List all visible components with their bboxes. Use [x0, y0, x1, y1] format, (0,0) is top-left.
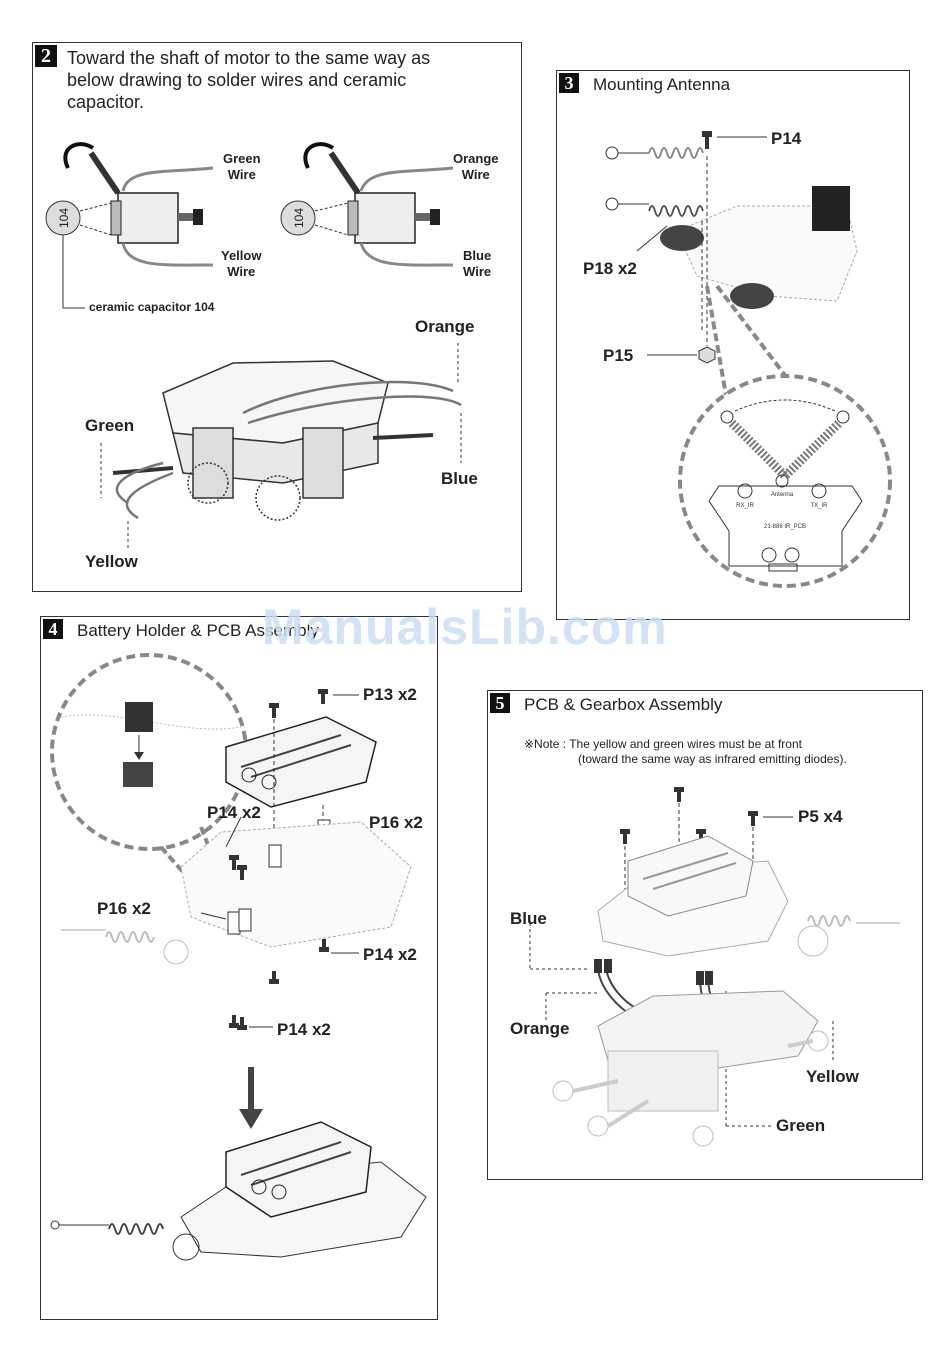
step-2-illustration: 104 104 — [45, 142, 462, 548]
yellow-label: Yellow — [85, 552, 138, 571]
step-4-badge: 4 — [43, 619, 63, 639]
step5-orange-label: Orange — [510, 1019, 570, 1038]
step-3-badge: 3 — [559, 73, 579, 93]
step-3-title: Mounting Antenna — [593, 75, 731, 94]
capacitor-label: ceramic capacitor 104 — [89, 300, 215, 314]
svg-text:TX_IR: TX_IR — [810, 503, 828, 509]
blue-label: Blue — [441, 469, 478, 488]
p14-top-label: P14 x2 — [207, 803, 261, 822]
watermark: ManualsLib.com — [262, 599, 668, 655]
orange-label: Orange — [415, 317, 475, 336]
motor-left-drawing: 104 — [45, 142, 214, 309]
step-4-panel: 4 Battery Holder & PCB Assembly — [40, 616, 438, 1320]
step-4-illustration — [50, 653, 427, 1261]
step-5-illustration — [529, 787, 900, 1147]
p16-left-label: P16 x2 — [97, 899, 151, 918]
step-5-badge: 5 — [490, 693, 510, 713]
step-2-panel: 2 Toward the shaft of motor to the same … — [32, 42, 522, 592]
svg-text:RX_IR: RX_IR — [736, 503, 754, 509]
step5-green-label: Green — [776, 1116, 826, 1135]
svg-text:Antenna: Antenna — [771, 492, 794, 498]
step5-yellow-label: Yellow — [806, 1067, 859, 1086]
p14-label: P14 — [771, 129, 802, 148]
step-5-note: ※Note : The yellow and green wires must … — [524, 737, 847, 766]
p14-bottom-label: P14 x2 — [277, 1020, 331, 1039]
svg-text:104: 104 — [57, 208, 71, 228]
step-3-panel: 3 Mounting Antenna — [556, 70, 910, 620]
step-5-title: PCB & Gearbox Assembly — [524, 695, 723, 714]
step-3-illustration: Antenna RX_IR TX_IR 21-886 IR_PCB — [605, 131, 892, 588]
p14-right-label: P14 x2 — [363, 945, 417, 964]
p16-right-label: P16 x2 — [369, 813, 423, 832]
step-4-title: Battery Holder & PCB Assembly — [77, 621, 319, 640]
p15-label: P15 — [603, 346, 634, 365]
p13-label: P13 x2 — [363, 685, 417, 704]
chassis-drawing — [112, 360, 434, 521]
step-2-badge: 2 — [35, 45, 57, 67]
green-label: Green — [85, 416, 135, 435]
svg-text:21-886 IR_PCB: 21-886 IR_PCB — [764, 524, 806, 530]
step-5-panel: 5 PCB & Gearbox Assembly ※Note : The yel… — [487, 690, 923, 1180]
svg-text:104: 104 — [292, 208, 306, 228]
p5-label: P5 x4 — [798, 807, 843, 826]
p18-label: P18 x2 — [583, 259, 637, 278]
motor-right-drawing: 104 — [280, 142, 454, 267]
step5-blue-label: Blue — [510, 909, 547, 928]
step-2-title: Toward the shaft of motor to the same wa… — [67, 48, 431, 112]
